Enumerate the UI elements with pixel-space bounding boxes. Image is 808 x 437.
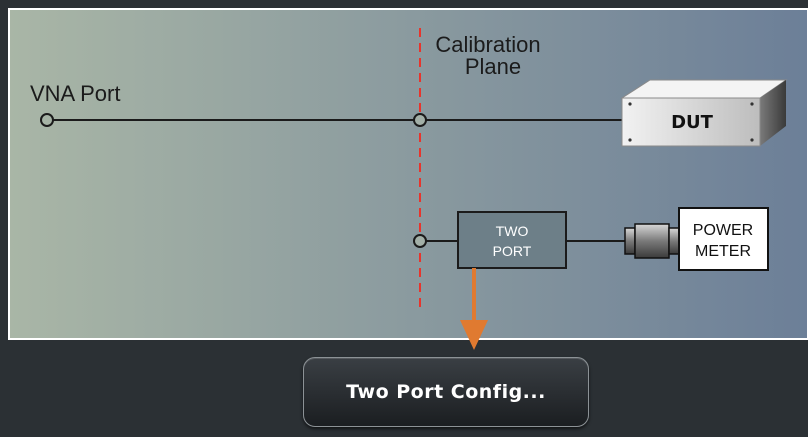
two-port-label-line1: TWO	[496, 223, 529, 239]
two-port-label-line2: PORT	[493, 243, 532, 259]
calibration-plane-label-line2: Plane	[465, 54, 521, 79]
power-meter-box	[678, 207, 769, 271]
power-meter-connector	[624, 223, 680, 259]
two-port-box	[457, 211, 567, 269]
arrow-to-button-icon	[460, 268, 488, 350]
calibration-node-bottom	[413, 234, 427, 248]
vna-port-label: VNA Port	[30, 81, 120, 106]
vna-port-node	[40, 113, 54, 127]
power-meter-label-line2: METER	[695, 243, 751, 260]
calibration-plane-label-line1: Calibration	[435, 32, 540, 57]
dut-label: DUT	[671, 112, 714, 133]
dut-box: DUT	[620, 79, 788, 147]
two-port-config-button[interactable]: Two Port Config...	[303, 357, 589, 427]
power-meter-label-line1: POWER	[693, 222, 753, 239]
diagram-panel	[8, 8, 808, 340]
calibration-node-top	[413, 113, 427, 127]
